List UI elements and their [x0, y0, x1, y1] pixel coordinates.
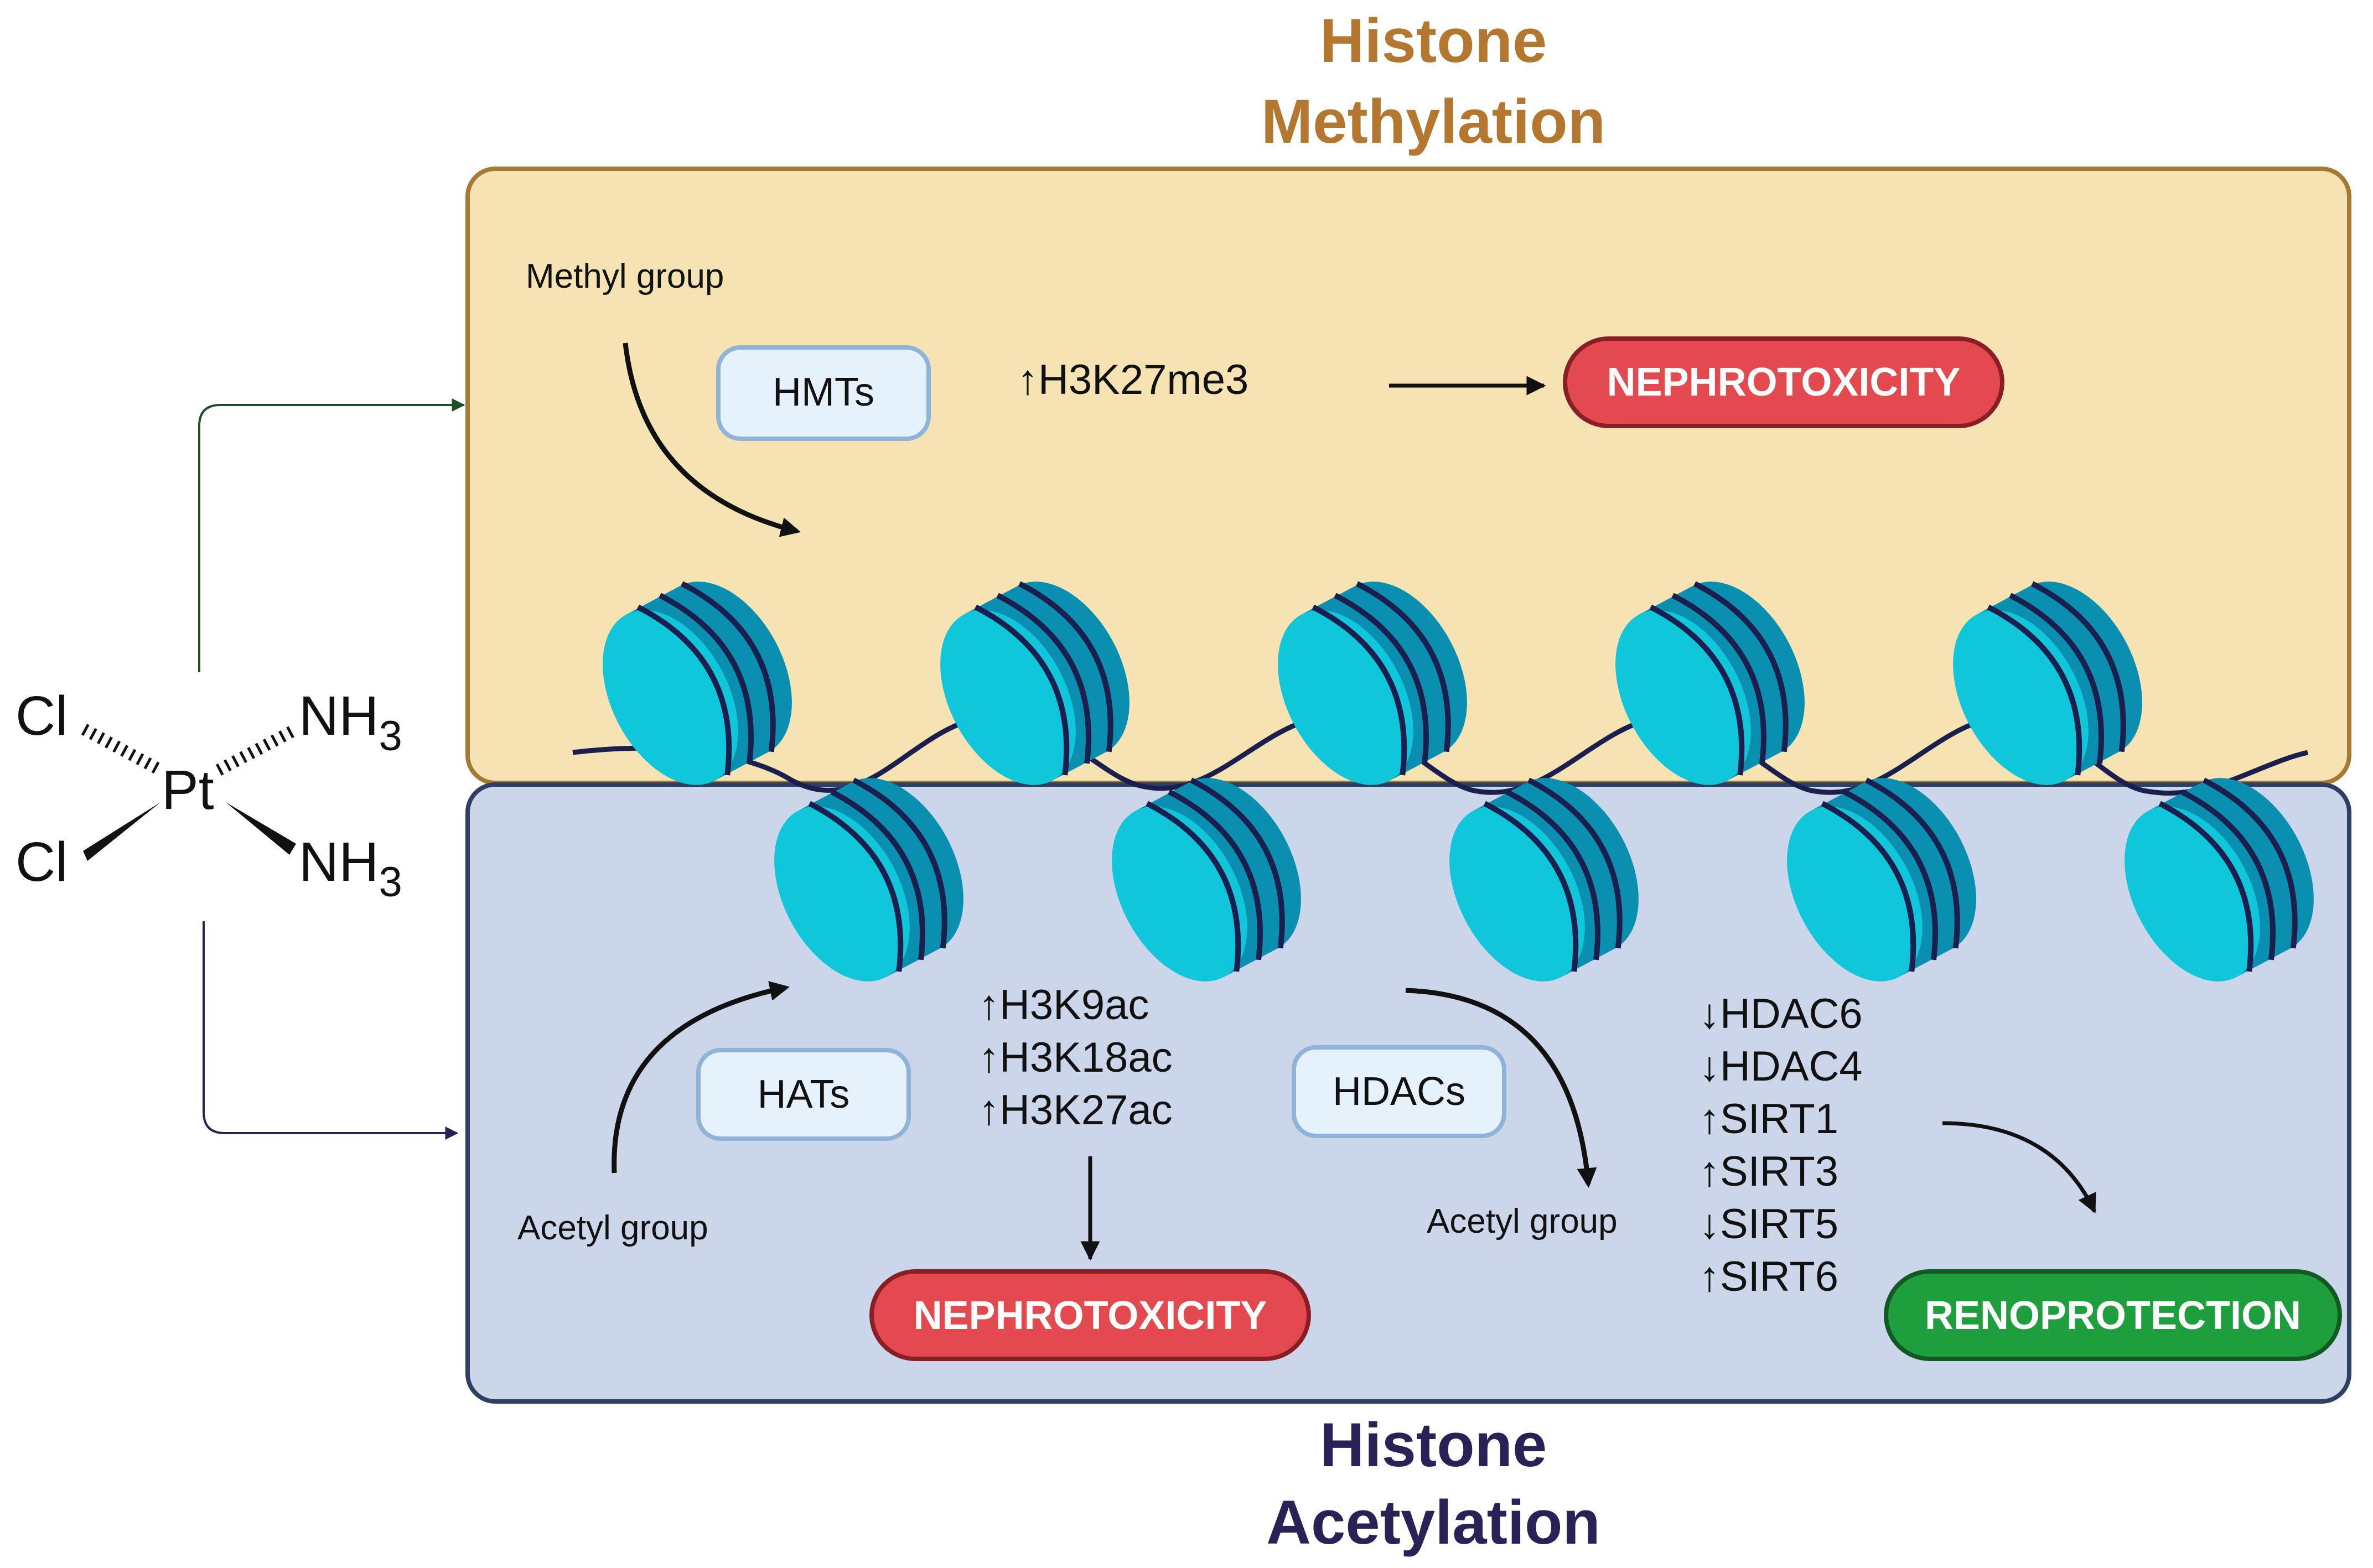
hdacs-label: HDACs [1333, 1069, 1465, 1114]
connector-arrow-to-acetylation [203, 921, 459, 1140]
acetylation-nephrotoxicity-label: NEPHROTOXICITY [914, 1294, 1267, 1338]
cisplatin-molecule: Cl Cl Pt NH3 NH3 [15, 685, 402, 906]
connector-arrow-to-methylation [198, 398, 465, 672]
hmts-label: HMTs [773, 370, 874, 414]
h3k27me3-marker: ↑H3K27me3 [1017, 356, 1248, 403]
hat-marker-h3k9ac: ↑H3K9ac [978, 982, 1149, 1029]
hdac-marker-list: ↓HDAC6 ↓HDAC4 ↑SIRT1 ↑SIRT3 ↓SIRT5 ↑SIRT… [1699, 990, 1863, 1300]
hats-enzyme-box: HATs [696, 1048, 911, 1141]
nucleosome [1112, 777, 1301, 982]
nucleosome [1787, 777, 1976, 982]
hat-marker-list: ↑H3K9ac ↑H3K18ac ↑H3K27ac [978, 982, 1173, 1134]
renoprotection-arrow [1942, 1121, 2097, 1214]
hdac-marker-sirt1: ↑SIRT1 [1699, 1095, 1838, 1143]
methylation-nephrotoxicity-badge: NEPHROTOXICITY [1563, 336, 2004, 428]
hat-marker-h3k27ac: ↑H3K27ac [978, 1087, 1173, 1134]
nucleosome [1953, 581, 2142, 785]
cisplatin-wedge-bond-nh [226, 802, 296, 855]
hdac-marker-sirt5: ↓SIRT5 [1699, 1201, 1838, 1248]
cisplatin-nh-bottom: NH3 [299, 831, 402, 906]
hmts-enzyme-box: HMTs [716, 345, 931, 441]
hdac-marker-sirt6: ↑SIRT6 [1699, 1253, 1838, 1300]
methylation-nephrotoxicity-label: NEPHROTOXICITY [1607, 360, 1961, 404]
nucleosome [2125, 777, 2314, 982]
cisplatin-nh-top: NH3 [299, 685, 402, 760]
nucleosome [1615, 581, 1805, 785]
hats-label: HATs [758, 1072, 850, 1117]
acetylation-title-line2: Acetylation [1266, 1488, 1600, 1557]
acetylation-nephrotoxicity-badge: NEPHROTOXICITY [869, 1269, 1311, 1361]
hat-marker-h3k18ac: ↑H3K18ac [978, 1034, 1173, 1081]
renoprotection-badge: RENOPROTECTION [1884, 1269, 2342, 1361]
hdacs-enzyme-box: HDACs [1292, 1045, 1506, 1138]
methylation-title-line2: Methylation [1261, 87, 1605, 156]
nucleosome [1278, 581, 1467, 785]
acetyl-group-arrow-left [612, 981, 790, 1174]
hdac-marker-hdac6: ↓HDAC6 [1699, 990, 1863, 1037]
methyl-group-label: Methyl group [526, 257, 724, 295]
cisplatin-cl-top: Cl [15, 685, 68, 747]
methyl-group-arrow [623, 342, 801, 537]
acetyl-group-label-left: Acetyl group [517, 1209, 708, 1247]
acetyl-group-arrow-right [1405, 988, 1597, 1188]
nucleosome [1449, 777, 1639, 982]
methylation-title-line1: Histone [1320, 6, 1547, 75]
hdac-marker-sirt3: ↑SIRT3 [1699, 1148, 1838, 1195]
cisplatin-hashed-bond-nh [215, 724, 299, 776]
acetylation-title-line1: Histone [1320, 1410, 1547, 1479]
cisplatin-cl-bottom: Cl [15, 831, 68, 893]
nucleosome [940, 581, 1129, 785]
chromatin-strand [572, 581, 2314, 982]
cisplatin-pt: Pt [162, 759, 214, 821]
renoprotection-label: RENOPROTECTION [1925, 1294, 2301, 1338]
cisplatin-hashed-bond-cl [81, 724, 164, 776]
cisplatin-wedge-bond-cl [83, 802, 160, 861]
nucleosome [774, 777, 963, 982]
acetyl-group-label-right: Acetyl group [1427, 1202, 1618, 1240]
nucleosome [603, 581, 792, 785]
hdac-marker-hdac4: ↓HDAC4 [1699, 1043, 1863, 1090]
